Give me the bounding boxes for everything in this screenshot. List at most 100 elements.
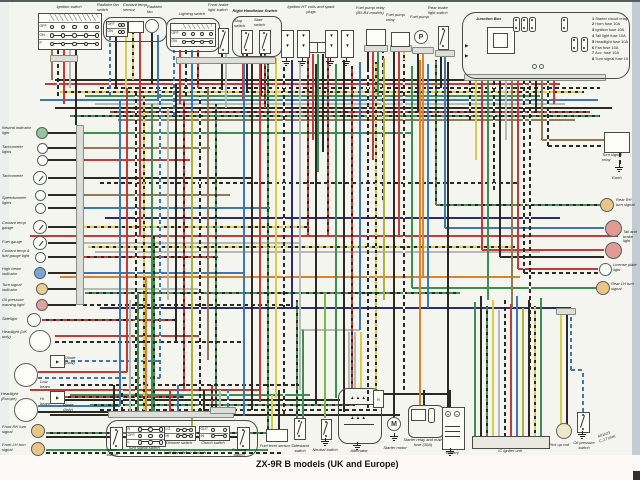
wire (534, 306, 536, 437)
wire (393, 47, 395, 120)
wire (46, 449, 268, 451)
left-handlebar-switch-group (106, 420, 258, 457)
coolant-temp-sensor (128, 21, 144, 33)
table-terminal (175, 434, 181, 439)
fuse-icon (581, 37, 588, 52)
ground-icon (578, 434, 586, 436)
junction-legend-item: 8 Turn signal fuse 10A (592, 56, 628, 62)
table-terminal (199, 32, 205, 37)
wire (48, 159, 76, 161)
wire (377, 51, 379, 96)
table-terminal (199, 39, 205, 44)
battery-terminal-minus: − (454, 411, 460, 417)
fuse-terminal (522, 18, 525, 21)
high-beam-indicator-label: High beam indicator (2, 266, 22, 276)
table-terminal (182, 434, 187, 439)
table-row-divider (126, 432, 164, 433)
wire (219, 390, 221, 407)
wire (324, 293, 326, 418)
wire (348, 332, 350, 388)
table-header (181, 24, 212, 29)
diode-italy-1: ▶ (50, 355, 65, 368)
alternator-label: Alternator (350, 448, 368, 453)
pick-up-coil (556, 423, 572, 439)
ignition-coils-label: Ignition HT coils and spark plugs (287, 4, 335, 14)
wire (48, 207, 76, 209)
wire (169, 390, 171, 411)
sidelight-label: Sidelight (2, 316, 18, 321)
rear-rh-turn-signal-label: Rear RH turn signal (616, 197, 635, 207)
connector-bar (435, 50, 455, 57)
table-row-label: OFF (171, 31, 179, 35)
wire (498, 310, 500, 437)
table-terminal (148, 433, 153, 439)
table-row-label: ON (171, 38, 177, 43)
wire (382, 51, 384, 200)
ground-icon (323, 445, 327, 447)
wire (516, 296, 518, 437)
table-terminal (137, 433, 143, 439)
wire (327, 54, 329, 236)
lighting-switch-label: Lighting switch (178, 11, 206, 16)
table-terminal (182, 427, 187, 432)
wire (85, 292, 460, 294)
ground-icon (298, 61, 306, 63)
ground-icon (354, 447, 360, 449)
sidelight (27, 313, 41, 327)
ground-icon (355, 449, 359, 451)
ground-icon (446, 451, 454, 453)
scan-margin-left (0, 2, 9, 455)
table-row-label: HI (165, 433, 170, 438)
oil-pressure-switch-label: Oil pressure switch (573, 440, 595, 450)
coolant-temp-sensor-label: Coolant temp sensor (123, 2, 147, 12)
table-terminal (158, 440, 164, 445)
wire (211, 385, 213, 411)
alternator-diodes-row-1: ▲ ▲ ▲ (350, 395, 366, 400)
wire (475, 79, 477, 160)
wire (48, 242, 76, 244)
front-brake-light-switch-label: Front brake light switch (208, 2, 229, 12)
wire (38, 411, 176, 413)
wire (60, 276, 520, 278)
wire (48, 256, 76, 258)
sidestand-switch-label: Sidestand switch (291, 443, 309, 453)
wire (90, 404, 355, 406)
tachometer-light-1 (36, 142, 48, 154)
junction-legend-item: 4 Tail light fuse 10A (592, 32, 626, 38)
detail-line (445, 436, 460, 437)
wire (474, 302, 476, 437)
wire (243, 60, 245, 416)
table-terminal (83, 41, 88, 47)
neutral-switch-label: Neutral switch (312, 447, 338, 452)
tachometer-light-2 (36, 154, 48, 166)
radiator-fan-switch-label: Radiator fan switch (97, 2, 119, 12)
table-row-label: ON (39, 32, 45, 37)
ignition-coil-3: ▼▼ (325, 30, 338, 58)
ground-icon (326, 61, 334, 63)
wire (113, 385, 115, 411)
junction-legend-item: 1 Starter circuit relay (592, 15, 628, 21)
wire (291, 60, 293, 308)
wire (64, 396, 184, 398)
wire (517, 79, 519, 269)
wire (83, 132, 412, 134)
fuse-terminal (572, 38, 575, 41)
coolant-temp-gauge-label: Coolant temp gauge (2, 220, 26, 230)
ground-icon (579, 436, 585, 438)
wire (403, 60, 405, 390)
wire (125, 33, 127, 92)
ground-icon (285, 58, 287, 61)
wire (167, 108, 169, 300)
jb-horn-contact-2 (538, 63, 544, 69)
scan-corner-mark (633, 471, 640, 480)
battery (442, 407, 465, 450)
rear-brake-light-switch (438, 26, 449, 50)
wire (119, 100, 121, 406)
switch-terminal (441, 44, 444, 47)
wire (570, 308, 572, 370)
ground-icon (390, 436, 398, 438)
switch-terminal (581, 413, 584, 416)
wire (153, 236, 155, 411)
table-terminal (148, 427, 153, 432)
